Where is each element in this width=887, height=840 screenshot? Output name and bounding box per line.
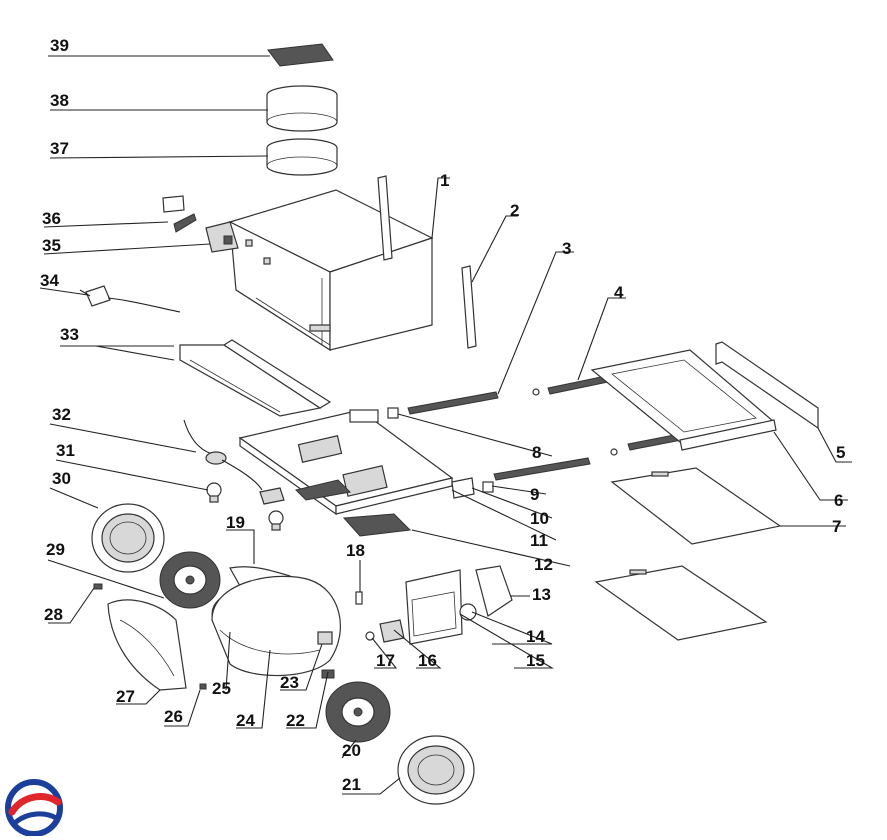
callout-15: 15	[526, 651, 545, 670]
part-34-power-cord	[79, 285, 181, 313]
part-16-switch	[379, 619, 405, 643]
part-3-rail	[407, 388, 618, 481]
part-27-shroud	[107, 599, 187, 691]
part-1-side-bracket	[377, 175, 393, 261]
callout-5: 5	[836, 443, 846, 462]
callout-7: 7	[832, 517, 842, 536]
callout-39: 39	[50, 36, 69, 55]
part-28-screw	[93, 583, 103, 590]
brand-logo-icon	[5, 779, 63, 836]
callout-14: 14	[526, 627, 545, 646]
callout-6: 6	[834, 491, 844, 510]
callout-29: 29	[46, 540, 65, 559]
part-18-pin	[355, 591, 363, 605]
callout-27: 27	[116, 687, 135, 706]
callout-24: 24	[236, 711, 255, 730]
part-6-frame	[590, 349, 777, 451]
callout-28: 28	[44, 605, 63, 624]
callout-10: 10	[530, 509, 549, 528]
part-15-control-box	[405, 569, 463, 645]
callout-26: 26	[164, 707, 183, 726]
callout-25: 25	[212, 679, 231, 698]
part-11-chassis	[238, 409, 454, 516]
callout-38: 38	[50, 91, 69, 110]
callout-1: 1	[440, 171, 450, 190]
callout-30: 30	[52, 469, 71, 488]
part-24-housing	[211, 575, 341, 677]
part-31-lamp	[206, 482, 285, 531]
callout-9: 9	[530, 485, 540, 504]
callout-20: 20	[342, 741, 361, 760]
part-1-housing-box	[228, 189, 434, 352]
callout-19: 19	[226, 513, 245, 532]
part-20-blower-wheel	[325, 681, 391, 743]
callout-17: 17	[376, 651, 395, 670]
callout-36: 36	[42, 209, 61, 228]
part-14-capacitor	[459, 603, 477, 621]
callout-18: 18	[346, 541, 365, 560]
callout-3: 3	[562, 239, 572, 258]
callout-31: 31	[56, 441, 75, 460]
callout-12: 12	[534, 555, 553, 574]
part-9-clip	[482, 481, 494, 493]
callout-11: 11	[530, 531, 548, 550]
part-26-screw	[199, 683, 207, 690]
callout-16: 16	[418, 651, 437, 670]
part-36-switch-clip	[162, 195, 197, 233]
part-23-bracket	[317, 631, 333, 645]
part-7-filter-second	[594, 565, 768, 641]
callout-21: 21	[342, 775, 361, 794]
callout-13: 13	[532, 585, 551, 604]
part-29-blower-wheel	[159, 551, 221, 609]
part-2-bracket	[461, 265, 477, 349]
part-30-fan-cover	[91, 503, 165, 573]
part-7-filter	[610, 467, 782, 545]
part-8-clip	[387, 407, 399, 419]
callout-32: 32	[52, 405, 71, 424]
callout-34: 34	[40, 271, 59, 290]
part-33-side-panel	[179, 339, 332, 417]
callout-23: 23	[280, 673, 299, 692]
callout-22: 22	[286, 711, 305, 730]
part-38-duct-ring	[266, 85, 338, 132]
callout-8: 8	[532, 443, 542, 462]
callout-2: 2	[510, 201, 520, 220]
callout-33: 33	[60, 325, 79, 344]
leader-lines	[39, 55, 852, 795]
part-39-top-grille	[267, 43, 334, 67]
part-37-duct-collar	[266, 138, 338, 176]
part-13-cover	[475, 565, 513, 617]
part-21-fan-cover	[397, 735, 475, 805]
callout-35: 35	[42, 236, 61, 255]
part-12-grille	[342, 513, 412, 537]
callout-4: 4	[614, 283, 624, 302]
part-32-wire	[183, 419, 263, 491]
callout-37: 37	[50, 139, 69, 158]
